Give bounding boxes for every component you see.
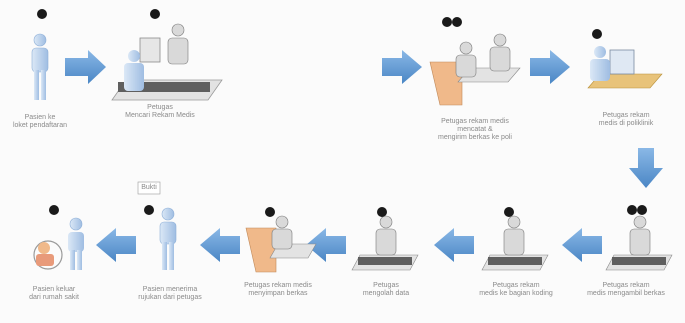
arrow-4-5 xyxy=(629,148,663,188)
badge-step-7 xyxy=(377,207,387,217)
arrow-2-3 xyxy=(382,50,422,84)
caption-step-6: Petugas rekam medis ke bagian koding xyxy=(456,282,576,298)
badge-step-10 xyxy=(49,205,59,215)
arrow-9-10 xyxy=(96,228,136,262)
caption-step-9: Pasien menerima rujukan dari petugas xyxy=(110,286,230,302)
caption-step-10: Pasien keluar dari rumah sakit xyxy=(0,286,114,302)
caption-step-7: Petugas mengolah data xyxy=(326,282,446,298)
step-4-icon xyxy=(588,46,662,88)
arrow-6-7 xyxy=(434,228,474,262)
badge-step-1 xyxy=(37,9,47,19)
step-3-icon xyxy=(430,34,520,105)
step-1-icon xyxy=(32,34,48,100)
caption-step-8: Petugas rekam medis menyimpan berkas xyxy=(218,282,338,298)
badge-step-3 xyxy=(442,17,462,27)
arrow-1-2 xyxy=(65,50,106,84)
caption-step-9-tag: Bukti xyxy=(89,184,209,192)
arrow-5-6 xyxy=(562,228,602,262)
badge-step-5 xyxy=(627,205,647,215)
arrow-8-9 xyxy=(200,228,240,262)
caption-step-5: Petugas rekam medis mengambil berkas xyxy=(566,282,685,298)
caption-step-1: Pasien ke loket pendaftaran xyxy=(0,114,100,130)
step-8-icon xyxy=(246,216,316,272)
arrow-3-4 xyxy=(530,50,570,84)
step-10-icon xyxy=(34,218,84,270)
badge-step-4 xyxy=(592,29,602,39)
step-6-icon xyxy=(482,216,548,270)
caption-step-2: Petugas Mencari Rekam Medis xyxy=(100,104,220,120)
badge-step-6 xyxy=(504,207,514,217)
step-9-icon xyxy=(138,182,176,270)
step-7-icon xyxy=(352,216,418,270)
badge-step-8 xyxy=(265,207,275,217)
badge-step-9 xyxy=(144,205,154,215)
caption-step-4: Petugas rekam medis di poliklinik xyxy=(566,112,685,128)
step-5-icon xyxy=(606,216,672,270)
step-2-icon xyxy=(112,24,222,100)
caption-step-3: Petugas rekam medis mencatat & mengirim … xyxy=(415,118,535,142)
badge-step-2 xyxy=(150,9,160,19)
